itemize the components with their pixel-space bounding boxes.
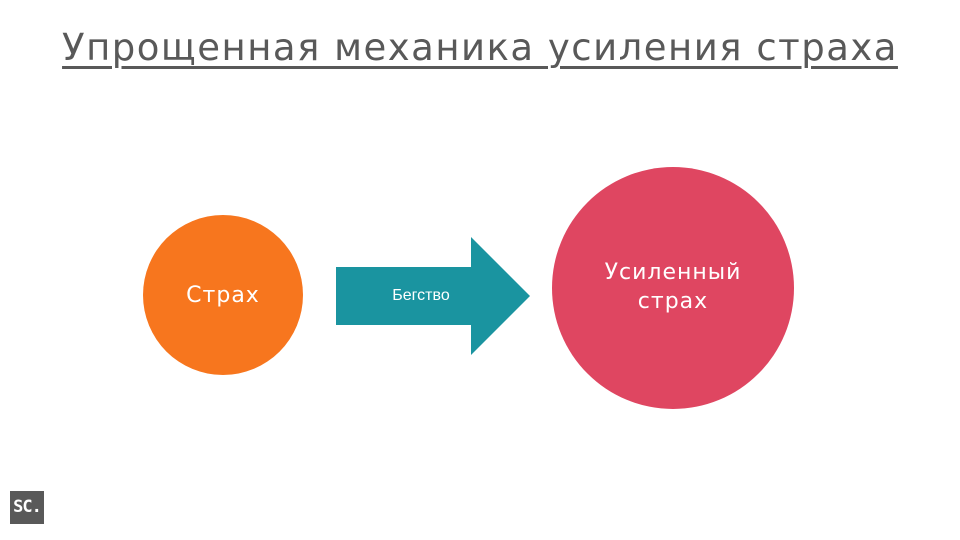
escape-arrow-label: Бегство bbox=[392, 287, 450, 304]
amplified-fear-node: Усиленный страх bbox=[552, 167, 794, 409]
sc-logo: SC. bbox=[10, 491, 44, 524]
amplified-fear-label-line2: страх bbox=[637, 289, 709, 314]
fear-node: Страх bbox=[143, 215, 303, 375]
slide-title: Упрощенная механика усиления страха bbox=[0, 26, 960, 69]
fear-node-label: Страх bbox=[186, 282, 260, 308]
arrow-right-icon bbox=[336, 237, 530, 355]
escape-arrow bbox=[336, 237, 530, 355]
slide-title-text: Упрощенная механика усиления страха bbox=[62, 26, 898, 69]
amplified-fear-label-line1: Усиленный bbox=[604, 260, 742, 285]
